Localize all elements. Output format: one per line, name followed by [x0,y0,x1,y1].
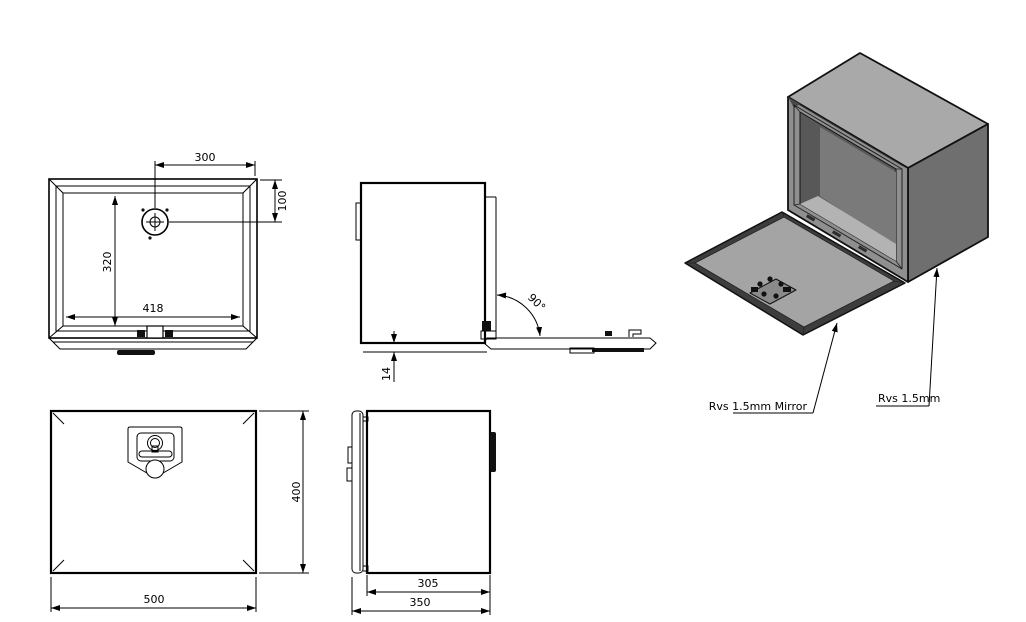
open-door-panel [483,337,657,350]
t-handle-knob-inner [150,438,160,448]
iso-sill-slot [857,245,868,253]
dimension-label: 305 [418,577,439,590]
leader-line-body [928,267,940,407]
material-label-body: Rvs 1.5mm [878,392,940,405]
hinge-bar [490,432,496,472]
iso-back-wall [820,127,896,247]
latch-hook [628,329,642,337]
front-view-door-closed: 400 500 [49,409,309,612]
dimension-label: 350 [410,596,431,609]
hinge-step [480,330,497,340]
iso-lock-mechanism [749,276,797,305]
door-panel-side [351,410,364,574]
hinge-block [482,321,491,331]
corner-miter-lines [48,178,258,339]
lock-assembly [127,426,183,479]
extension-line [154,161,256,208]
door-edge-detail [592,348,644,352]
iso-sill-slot [831,230,842,238]
latch-detail [605,331,612,336]
door-stay [569,347,595,354]
t-handle-bar [138,450,173,458]
isometric-view: Rvs 1.5mm Mirror Rvs 1.5mm [684,52,989,414]
lock-cylinder [145,459,165,479]
dimension-label: 100 [276,191,289,212]
door-frame-edge [485,196,497,333]
box-body [359,181,487,345]
t-handle-neck [151,445,159,453]
angle-arc [496,292,543,337]
hinge-bump [355,202,362,241]
bottom-bracket [117,350,155,355]
dimension-label: 320 [101,252,114,273]
latch-block-right [165,330,173,337]
iso-corner-shadow [788,97,800,108]
box-body-side [365,409,492,575]
extension-line [169,179,282,223]
latch-block-left [137,330,145,337]
dimension-label: 400 [290,482,303,503]
latch-tab [146,325,164,339]
dimension-label: 418 [143,302,164,315]
front-view-door-open: 300 100 320 418 [48,151,289,355]
iso-frame-miters [793,104,903,270]
iso-door-rim-corners [685,211,906,336]
latch-bump-1 [347,446,353,464]
lock-hole [141,208,169,240]
side-view-door-closed: 305 350 [346,409,496,615]
iso-sill-slot [805,214,816,222]
iso-floor [800,196,896,261]
bottom-band [48,337,258,350]
material-label-door: Rvs 1.5mm Mirror [709,400,808,413]
dimension-label: 500 [144,593,165,606]
door-face [49,409,258,575]
leader-line-door [812,322,838,414]
dimension-label: 14 [380,367,393,381]
iso-top-seam [789,98,904,167]
corner-weld-marks [52,412,255,572]
dimension-label: 300 [195,151,216,164]
latch-bump-2 [346,467,353,482]
